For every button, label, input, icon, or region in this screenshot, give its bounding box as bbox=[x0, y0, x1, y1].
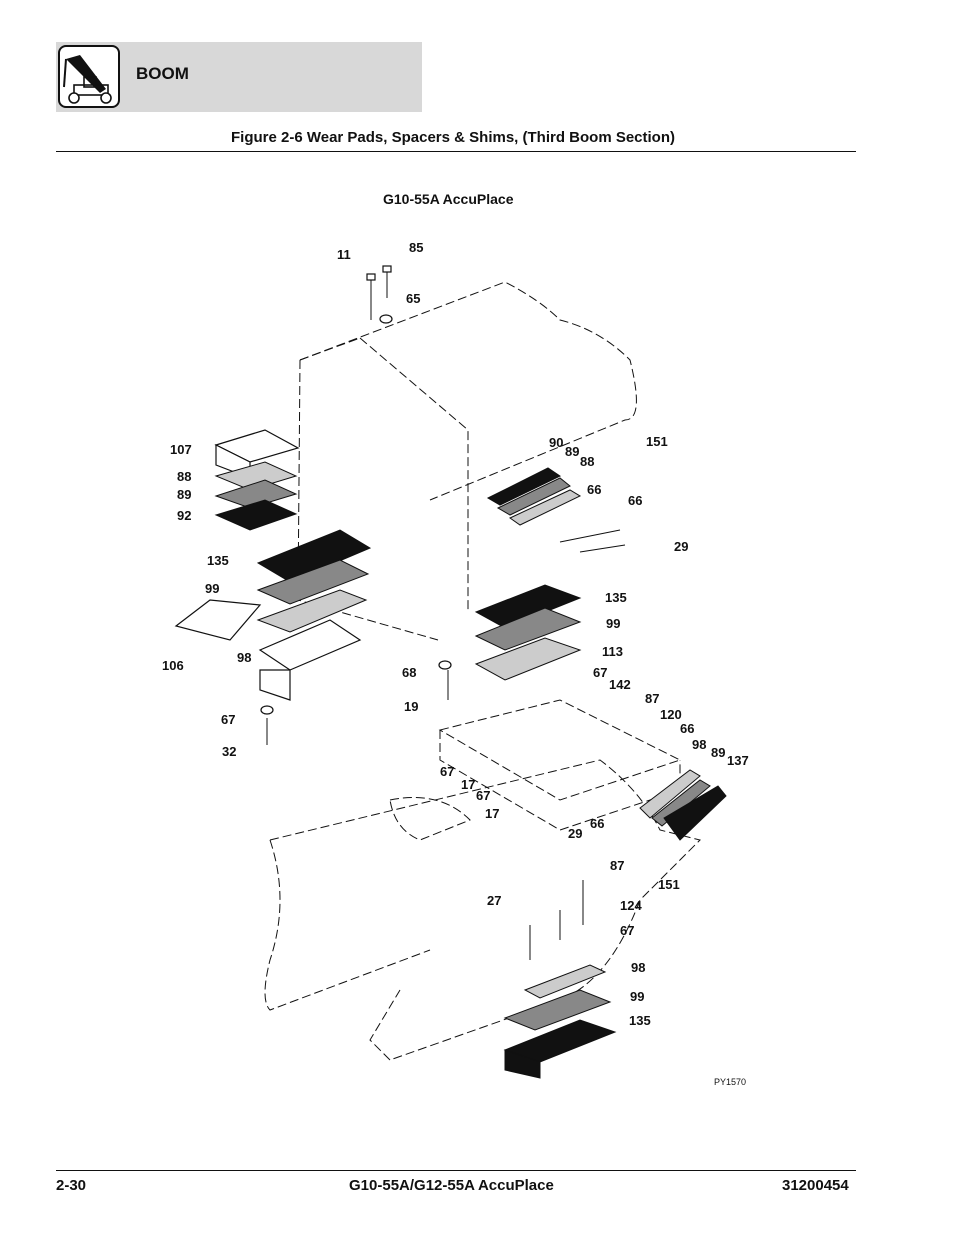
callout-90: 90 bbox=[549, 435, 563, 450]
footer-divider bbox=[56, 1170, 856, 1171]
bolt-85 bbox=[382, 265, 392, 298]
callout-135: 135 bbox=[207, 553, 229, 568]
telehandler-icon bbox=[58, 45, 120, 108]
callout-67: 67 bbox=[620, 923, 634, 938]
callout-98: 98 bbox=[237, 650, 251, 665]
callout-66: 66 bbox=[590, 816, 604, 831]
callout-142: 142 bbox=[609, 677, 631, 692]
callout-66: 66 bbox=[628, 493, 642, 508]
document-number: 31200454 bbox=[782, 1177, 849, 1194]
callout-68: 68 bbox=[402, 665, 416, 680]
callout-89: 89 bbox=[177, 487, 191, 502]
callout-135: 135 bbox=[605, 590, 627, 605]
callout-89: 89 bbox=[565, 444, 579, 459]
callout-67: 67 bbox=[440, 764, 454, 779]
pad-stack-right-side bbox=[639, 769, 727, 841]
diagram-subtitle: G10-55A AccuPlace bbox=[383, 191, 514, 207]
pad-stack-bottom bbox=[503, 880, 617, 1079]
callout-151: 151 bbox=[646, 434, 668, 449]
callout-32: 32 bbox=[222, 744, 236, 759]
callout-67: 67 bbox=[593, 665, 607, 680]
callout-67: 67 bbox=[221, 712, 235, 727]
washer-65 bbox=[379, 314, 393, 324]
bolt-11 bbox=[366, 273, 376, 320]
pad-stack-right-top bbox=[486, 467, 626, 553]
callout-113: 113 bbox=[602, 644, 623, 659]
callout-65: 65 bbox=[406, 291, 420, 306]
callout-124: 124 bbox=[620, 898, 642, 913]
callout-137: 137 bbox=[727, 753, 749, 768]
callout-66: 66 bbox=[587, 482, 601, 497]
callout-99: 99 bbox=[606, 616, 620, 631]
callout-27: 27 bbox=[487, 893, 501, 908]
callout-98: 98 bbox=[631, 960, 645, 975]
callout-135: 135 bbox=[629, 1013, 651, 1028]
pad-stack-left bbox=[214, 429, 300, 531]
pad-stack-center-left bbox=[174, 529, 372, 701]
callout-19: 19 bbox=[404, 699, 418, 714]
footer-model: G10-55A/G12-55A AccuPlace bbox=[349, 1177, 554, 1194]
callout-66: 66 bbox=[680, 721, 694, 736]
callout-88: 88 bbox=[580, 454, 594, 469]
section-title: BOOM bbox=[136, 64, 189, 83]
page-number: 2-30 bbox=[56, 1177, 87, 1194]
bolt-32 bbox=[260, 705, 274, 745]
callout-11: 11 bbox=[337, 247, 351, 262]
callout-29: 29 bbox=[674, 539, 688, 554]
callout-labels: 11 85 65 151 107 88 89 92 90 89 88 66 66… bbox=[162, 240, 749, 1028]
callout-99: 99 bbox=[205, 581, 219, 596]
drawing-code: PY1570 bbox=[714, 1077, 746, 1087]
callout-17: 17 bbox=[461, 777, 475, 792]
callout-17: 17 bbox=[485, 806, 499, 821]
callout-89: 89 bbox=[711, 745, 725, 760]
header-divider bbox=[56, 151, 856, 152]
callout-67: 67 bbox=[476, 788, 490, 803]
figure-title: Figure 2-6 Wear Pads, Spacers & Shims, (… bbox=[231, 129, 675, 146]
callout-98: 98 bbox=[692, 737, 706, 752]
callout-107: 107 bbox=[170, 442, 192, 457]
callout-29: 29 bbox=[568, 826, 582, 841]
callout-120: 120 bbox=[660, 707, 682, 722]
callout-151: 151 bbox=[658, 877, 680, 892]
pad-stack-right-center bbox=[438, 584, 582, 700]
callout-85: 85 bbox=[409, 240, 423, 255]
boom-outline bbox=[264, 281, 701, 1061]
callout-88: 88 bbox=[177, 469, 191, 484]
callout-99: 99 bbox=[630, 989, 644, 1004]
callout-87: 87 bbox=[645, 691, 659, 706]
callout-106: 106 bbox=[162, 658, 184, 673]
callout-87: 87 bbox=[610, 858, 624, 873]
callout-92: 92 bbox=[177, 508, 191, 523]
